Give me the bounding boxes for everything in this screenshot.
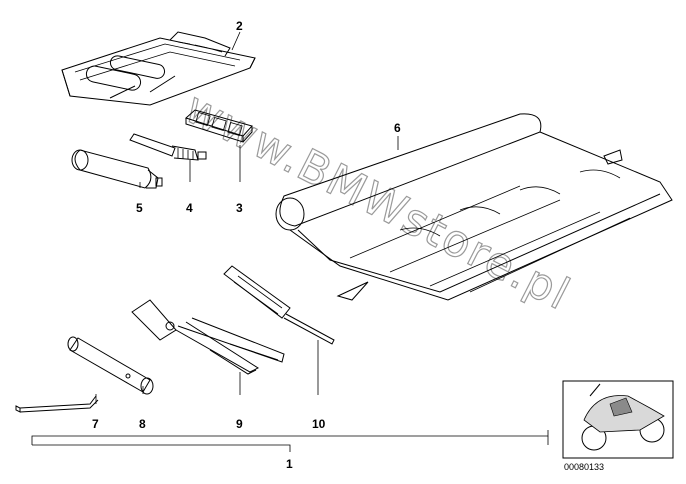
callout-6: 6 (394, 121, 401, 135)
leader-lines (31, 31, 549, 452)
callout-8: 8 (139, 417, 146, 431)
callout-5: 5 (136, 201, 143, 215)
tool-kit-packed (61, 31, 256, 106)
screwdriver (223, 265, 335, 345)
allen-key (15, 395, 99, 413)
callout-10: 10 (312, 417, 326, 431)
callout-2: 2 (236, 19, 243, 33)
callout-9: 9 (236, 417, 243, 431)
repair-tube (129, 133, 207, 161)
box-spanner (67, 336, 154, 395)
pliers (131, 299, 285, 375)
fuse-set (185, 109, 253, 143)
motorcycle-thumbnail: 00080133 (562, 380, 674, 472)
tool-roll-open (275, 113, 673, 301)
callout-4: 4 (186, 201, 193, 215)
callout-7: 7 (92, 417, 99, 431)
callout-1: 1 (286, 457, 293, 471)
thumbnail-code: 00080133 (564, 462, 604, 472)
callout-3: 3 (236, 201, 243, 215)
co2-cartridge (71, 149, 163, 189)
callout-labels: 2 3 4 5 6 7 8 9 10 1 (92, 19, 401, 471)
